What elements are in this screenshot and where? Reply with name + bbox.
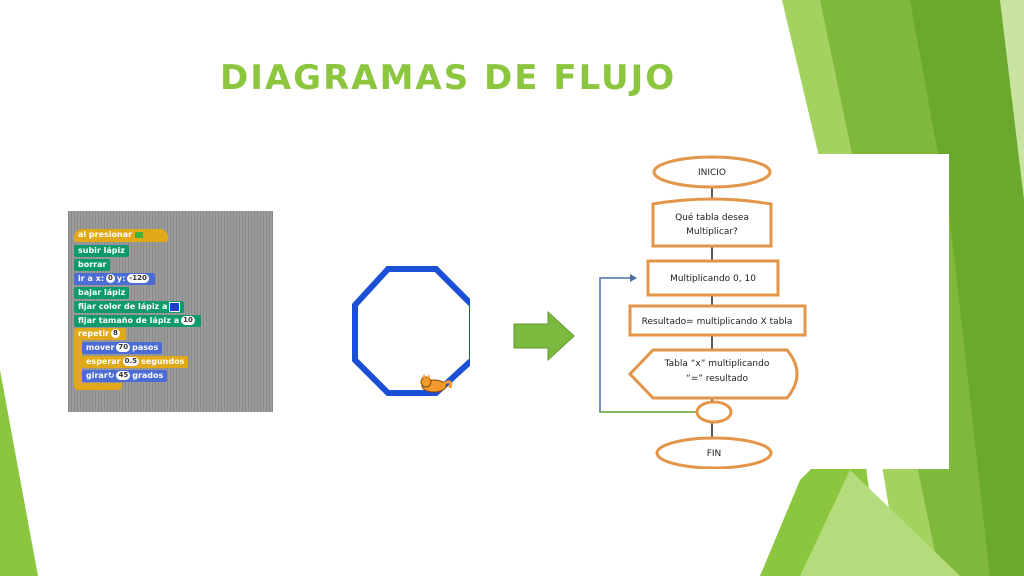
input-line2: Multiplicar? <box>686 227 738 237</box>
process2-label: Resultado= multiplicando X tabla <box>642 317 793 327</box>
process1-label: Multiplicando 0, 10 <box>670 274 756 284</box>
move-label: mover <box>86 343 115 352</box>
pen-size-value[interactable]: 10 <box>181 316 195 325</box>
right-green-corner <box>1000 0 1024 200</box>
rotate-clockwise-icon: ↻ <box>107 371 115 380</box>
right-green-band-dark <box>910 0 1024 576</box>
set-size-label: fijar tamaño de lápiz a <box>78 316 180 325</box>
output-display-box <box>627 348 799 400</box>
when-flag-clicked-block[interactable]: al presionar <box>74 229 168 242</box>
hat-label: al presionar <box>78 230 133 239</box>
pen-down-block[interactable]: bajar lápiz <box>74 287 130 299</box>
octagon-drawing <box>352 266 470 396</box>
goto-y-label: y: <box>116 274 126 283</box>
pen-color-swatch[interactable] <box>169 301 181 312</box>
flowchart-panel: INICIO Qué tabla desea Multiplicar? Mult… <box>597 154 949 469</box>
move-value[interactable]: 70 <box>116 343 131 352</box>
green-flag-icon <box>135 231 144 238</box>
end-terminal <box>655 436 773 469</box>
pen-up-block[interactable]: subir lápiz <box>74 245 129 257</box>
wait-value[interactable]: 0.5 <box>122 357 140 366</box>
pen-up-label: subir lápiz <box>78 246 125 255</box>
arrow-shape <box>513 310 575 362</box>
input-line1: Qué tabla desea <box>675 212 749 223</box>
start-terminal <box>652 155 772 189</box>
wait-unit: segundos <box>141 357 185 366</box>
move-unit: pasos <box>132 343 159 352</box>
set-pen-color-block[interactable]: fijar color de lápiz a <box>74 301 185 313</box>
page-title: DIAGRAMAS DE FLUJO <box>220 58 677 98</box>
octagon-shape <box>352 266 470 396</box>
repeat-block-arm <box>74 329 82 389</box>
goto-y-value[interactable]: -120 <box>127 274 149 283</box>
flowchart-svg: INICIO Qué tabla desea Multiplicar? Mult… <box>599 155 807 469</box>
input-box <box>651 197 773 248</box>
process2-box <box>628 304 807 337</box>
goto-x-value[interactable]: 0 <box>106 274 115 283</box>
loop-arrowhead <box>630 274 637 282</box>
pen-down-label: bajar lápiz <box>78 288 126 297</box>
left-green-sliver <box>0 370 38 576</box>
repeat-label: repetir <box>78 329 110 338</box>
wait-label: esperar <box>86 357 121 366</box>
turn-unit: grados <box>132 371 164 380</box>
connector-node <box>695 400 733 424</box>
clear-label: borrar <box>78 260 107 269</box>
output-line1: Tabla “x” multiplicando <box>664 359 770 369</box>
set-color-label: fijar color de lápiz a <box>78 302 168 311</box>
end-label: FIN <box>707 449 722 459</box>
process1-box <box>646 259 780 297</box>
output-line2: “=” resultado <box>686 374 748 384</box>
clear-block[interactable]: borrar <box>74 259 111 271</box>
right-arrow-icon <box>513 310 575 362</box>
bottom-green-shard-light <box>800 470 960 576</box>
scratch-script-panel: al presionar subir lápiz borrar ir a x:0… <box>68 211 273 412</box>
repeat-value[interactable]: 8 <box>111 329 120 338</box>
turn-value[interactable]: 45 <box>116 371 131 380</box>
start-label: INICIO <box>698 168 726 178</box>
scratch-cat-icon <box>420 374 452 393</box>
goto-label: ir a x: <box>78 274 105 283</box>
turn-label: girar <box>86 371 108 380</box>
repeat-block-foot <box>74 383 122 390</box>
